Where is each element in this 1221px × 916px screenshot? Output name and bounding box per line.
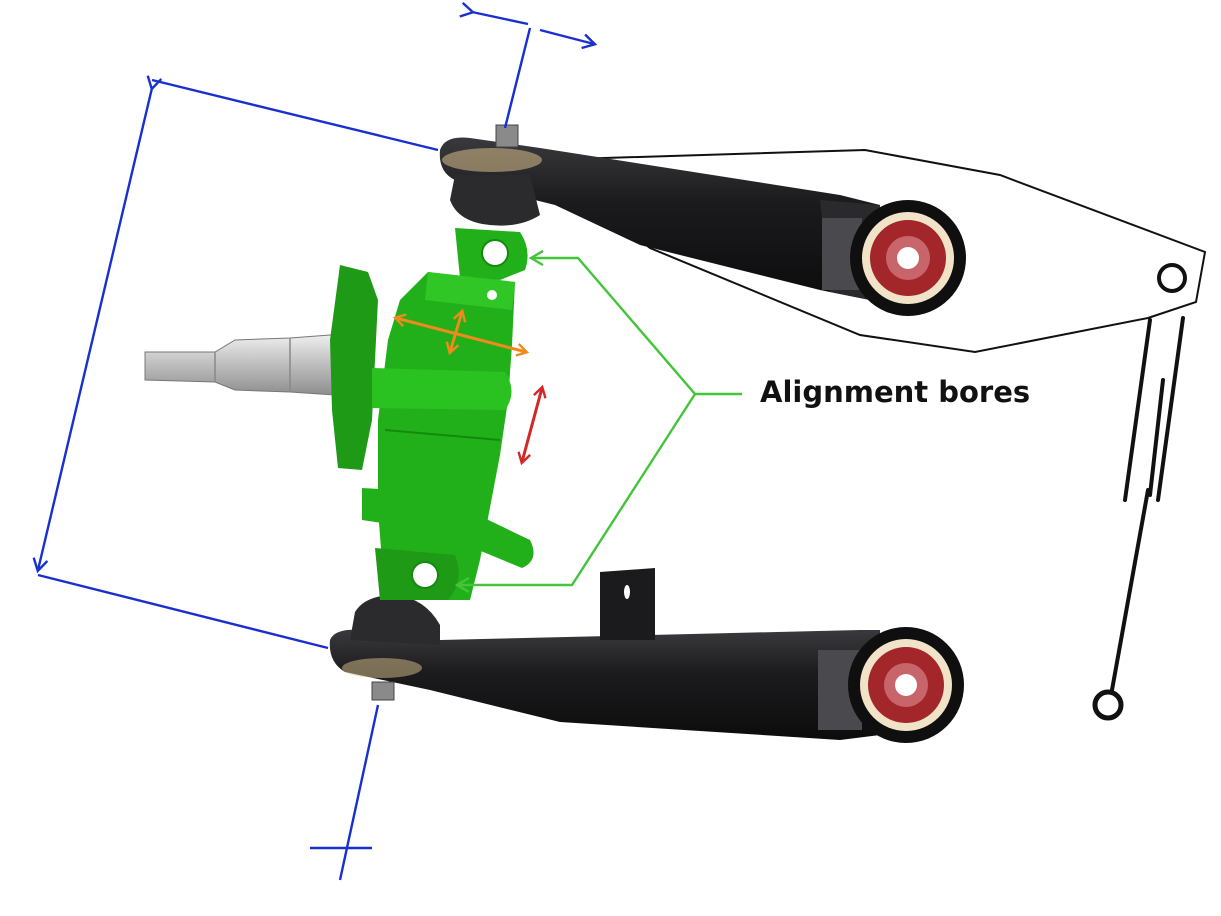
lower-control-arm-icon	[329, 568, 964, 743]
upright-icon	[330, 228, 534, 600]
callout-label: Alignment bores	[760, 375, 1030, 409]
double-arrow-icon	[522, 388, 542, 462]
rocker-outline-icon	[537, 148, 1207, 354]
callout-leader-lines	[458, 258, 742, 585]
pushrod-icon	[1092, 316, 1185, 721]
stub-axle-icon	[144, 334, 346, 396]
double-arrow-icon	[396, 312, 526, 352]
dimension-lines	[38, 12, 594, 881]
upper-control-arm-icon	[439, 124, 966, 316]
